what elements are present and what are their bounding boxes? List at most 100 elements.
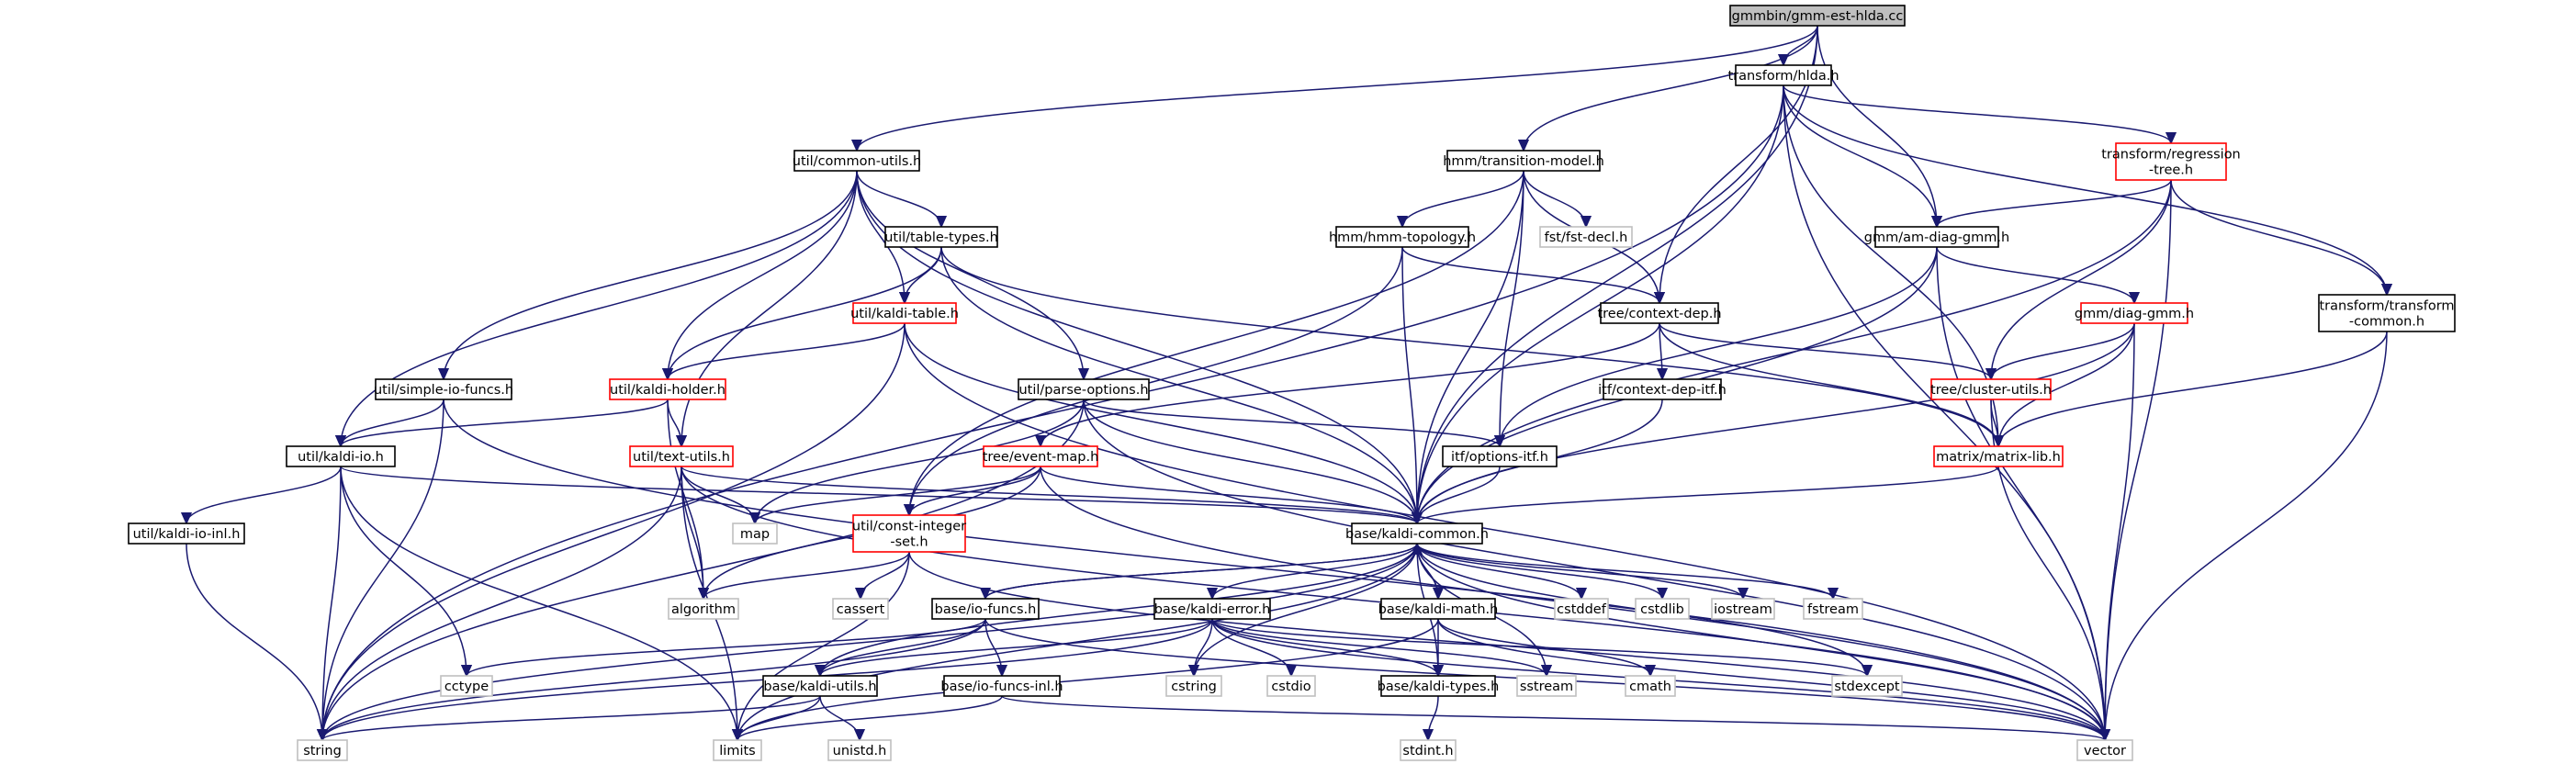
node-box [2318,294,2456,332]
node-cassert: cassert [832,598,889,620]
node-cluster-utils[interactable]: tree/cluster-utils.h [1930,378,2052,400]
node-simple-io[interactable]: util/simple-io-funcs.h [374,378,513,400]
edge-table_types-to-kaldi_common [940,246,1417,523]
node-box [1933,445,2064,467]
edge-text_utils-to-map [681,466,755,523]
node-box [1625,675,1676,697]
edge-kaldi_io-to-limits [340,466,737,740]
edge-am_diag_gmm-to-options_itf [1500,246,1938,446]
node-label: util/simple-io-funcs.h [374,383,513,398]
edge-kaldi_io_inl-to-string [186,543,322,740]
node-cctype: cctype [440,675,493,697]
node-box [1711,598,1775,620]
edge-common_utils-to-table_types [856,170,941,227]
node-table-types[interactable]: util/table-types.h [884,226,998,248]
node-kaldi-types[interactable]: base/kaldi-types.h [1378,675,1500,697]
node-box [1351,522,1483,545]
node-box [852,302,957,324]
node-box [1729,5,1906,27]
node-box [1018,378,1150,400]
edge-regression_tree-to-cluster_utils [1991,179,2172,379]
node-text-utils[interactable]: util/text-utils.h [629,445,734,467]
node-label: base/io-funcs-inl.h [940,680,1063,694]
node-vector: vector [2076,739,2133,761]
node-box [440,675,493,697]
node-transform-common[interactable]: transform/transform-common.h [2318,294,2456,332]
node-box [1153,598,1271,620]
node-box [1930,378,2052,400]
node-box [1874,226,1999,248]
node-kaldi-holder[interactable]: util/kaldi-holder.h [609,378,726,400]
node-diag-gmm[interactable]: gmm/diag-gmm.h [2075,302,2194,324]
edge-common_utils-to-parse_options [856,170,1084,379]
edge-context_dep-to-context_dep_itf [1659,322,1662,379]
node-box [1400,739,1457,761]
node-label: transform/hlda.h [1727,69,1839,84]
node-parse-options[interactable]: util/parse-options.h [1018,378,1150,400]
edge-event_map-to-const_integer_set [909,466,1041,515]
edge-io_funcs-to-kaldi_utils [820,618,986,676]
node-context-dep-itf[interactable]: itf/context-dep-itf.h [1598,378,1727,400]
node-label: util/kaldi-table.h [850,307,959,321]
node-label: fstream [1807,602,1859,617]
node-regression-tree[interactable]: transform/regression-tree.h [2101,142,2241,181]
node-kaldi-table[interactable]: util/kaldi-table.h [850,302,959,324]
node-io-funcs-inl[interactable]: base/io-funcs-inl.h [940,675,1063,697]
edge-kaldi_table-to-kaldi_common [904,322,1417,523]
edge-transition_model-to-hmm_topology [1402,170,1524,227]
node-algorithm: algorithm [668,598,739,620]
edge-transform_common-to-matrix_lib [1998,331,2388,446]
edge-table_types-to-matrix_lib [940,246,1998,446]
node-kaldi-common[interactable]: base/kaldi-common.h [1345,522,1489,545]
edge-root-to-hlda [1783,25,1818,65]
edge-kaldi_io-to-kaldi_common [340,466,1417,523]
edge-simple_io-to-kaldi_io [341,399,444,446]
node-event-map[interactable]: tree/event-map.h [983,445,1099,467]
node-box [827,739,892,761]
edge-event_map-to-kaldi_common [1040,466,1417,523]
node-transition-model[interactable]: hmm/transition-model.h [1443,150,1604,172]
node-label: matrix/matrix-lib.h [1936,450,2061,465]
node-kaldi-io[interactable]: util/kaldi-io.h [286,445,396,467]
node-label: util/kaldi-io.h [298,450,384,465]
node-root[interactable]: gmmbin/gmm-est-hlda.cc [1729,5,1906,27]
edge-hmm_topology-to-const_integer_set [909,246,1403,515]
node-kaldi-utils[interactable]: base/kaldi-utils.h [762,675,878,697]
node-box [1735,64,1832,86]
node-box [832,598,889,620]
edge-hmm_topology-to-kaldi_common [1401,246,1417,523]
node-hlda[interactable]: transform/hlda.h [1727,64,1839,86]
edge-io_funcs-to-kaldi_common [984,544,1417,600]
edge-kaldi_math-to-cmath [1437,618,1650,676]
node-label: iostream [1714,602,1772,617]
node-box [1603,378,1722,400]
node-box [668,598,739,620]
edge-kaldi_table-to-string [322,322,906,740]
node-hmm-topology[interactable]: hmm/hmm-topology.h [1329,226,1476,248]
node-label: util/kaldi-holder.h [610,383,726,398]
node-kaldi-io-inl[interactable]: util/kaldi-io-inl.h [128,522,245,545]
edge-io_funcs-to-cctype [467,618,986,676]
edge-kaldi_utils-to-unistd [819,695,860,740]
edge-kaldi_table-to-kaldi_holder [668,322,906,379]
node-box [286,445,396,467]
node-box [2076,739,2133,761]
node-box [1380,598,1496,620]
node-matrix-lib[interactable]: matrix/matrix-lib.h [1933,445,2064,467]
node-kaldi-math[interactable]: base/kaldi-math.h [1378,598,1499,620]
edge-regression_tree-to-am_diag_gmm [1937,179,2172,227]
edge-common_utils-to-simple_io [444,170,858,379]
node-io-funcs[interactable]: base/io-funcs.h [931,598,1040,620]
node-context-dep[interactable]: tree/context-dep.h [1597,302,1722,324]
edge-simple_io-to-vector [443,399,2105,740]
node-box [128,522,245,545]
node-options-itf[interactable]: itf/options-itf.h [1442,445,1558,467]
node-box [713,739,762,761]
node-label: map [740,527,770,542]
node-am-diag-gmm[interactable]: gmm/am-diag-gmm.h [1864,226,2009,248]
node-kaldi-error[interactable]: base/kaldi-error.h [1153,598,1271,620]
edge-root-to-am_diag_gmm [1817,25,1937,227]
node-common-utils[interactable]: util/common-utils.h [793,150,922,172]
edge-diag_gmm-to-vector [2105,322,2135,740]
node-const-integer-set[interactable]: util/const-integer-set.h [852,514,966,553]
